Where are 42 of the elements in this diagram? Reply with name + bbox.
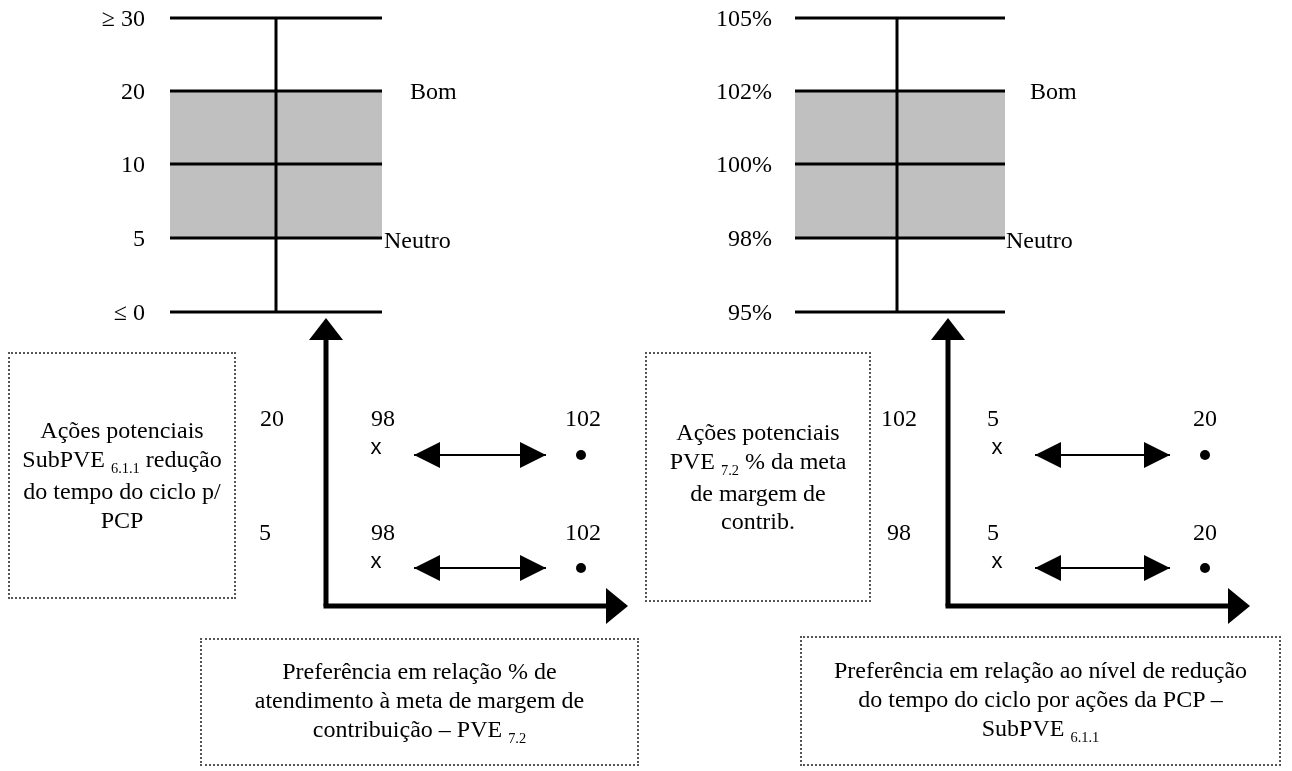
scale-value: ≥ 30 [101,6,145,30]
scale-value: 102% [716,79,772,103]
axis-value: 5 [259,520,271,544]
scale-value: 20 [121,79,145,103]
double-arrow [413,442,547,468]
dot-marker [574,561,588,575]
scale-label: Bom [1030,79,1077,103]
cross-marker: x [987,550,1007,572]
scale-value: ≤ 0 [113,300,145,324]
point-value: 20 [1193,520,1217,544]
scale-value: 100% [716,152,772,176]
point-value: 98 [371,406,395,430]
point-value: 5 [987,406,999,430]
note-box: Preferência em relação % de atendimento à meta de margem de contribuição – PVE $_{7.2}$ [200,638,639,766]
double-arrow [1034,442,1171,468]
scale-label: Bom [410,79,457,103]
scale-value: 10 [121,152,145,176]
point-value: 5 [987,520,999,544]
point-value: 98 [371,520,395,544]
note-box: Preferência em relação ao nível de redução do tempo do ciclo por ações da PCP – SubPVE $_{6.1.1}$ [800,636,1281,766]
scale-value: 5 [133,226,145,250]
note-box: Ações potenciais SubPVE $_{6.1.1}$ redução do tempo do ciclo p/ PCP [8,352,236,599]
cross-marker: x [987,436,1007,458]
point-value: 102 [565,406,601,430]
dot-marker [1198,561,1212,575]
scale-value: 98% [728,226,772,250]
dot-marker [574,448,588,462]
cross-marker: x [366,550,386,572]
scale-value: 105% [716,6,772,30]
axis-value: 98 [887,520,911,544]
scale-label: Neutro [1006,228,1073,252]
point-value: 20 [1193,406,1217,430]
scale-value: 95% [728,300,772,324]
note-box: Ações potenciais PVE $_{7.2}$ % da meta de margem de contrib. [645,352,871,602]
scale-label: Neutro [384,228,451,252]
double-arrow [413,555,547,581]
dot-marker [1198,448,1212,462]
axis-value: 102 [881,406,917,430]
double-arrow [1034,555,1171,581]
axis-value: 20 [260,406,284,430]
point-value: 102 [565,520,601,544]
cross-marker: x [366,436,386,458]
